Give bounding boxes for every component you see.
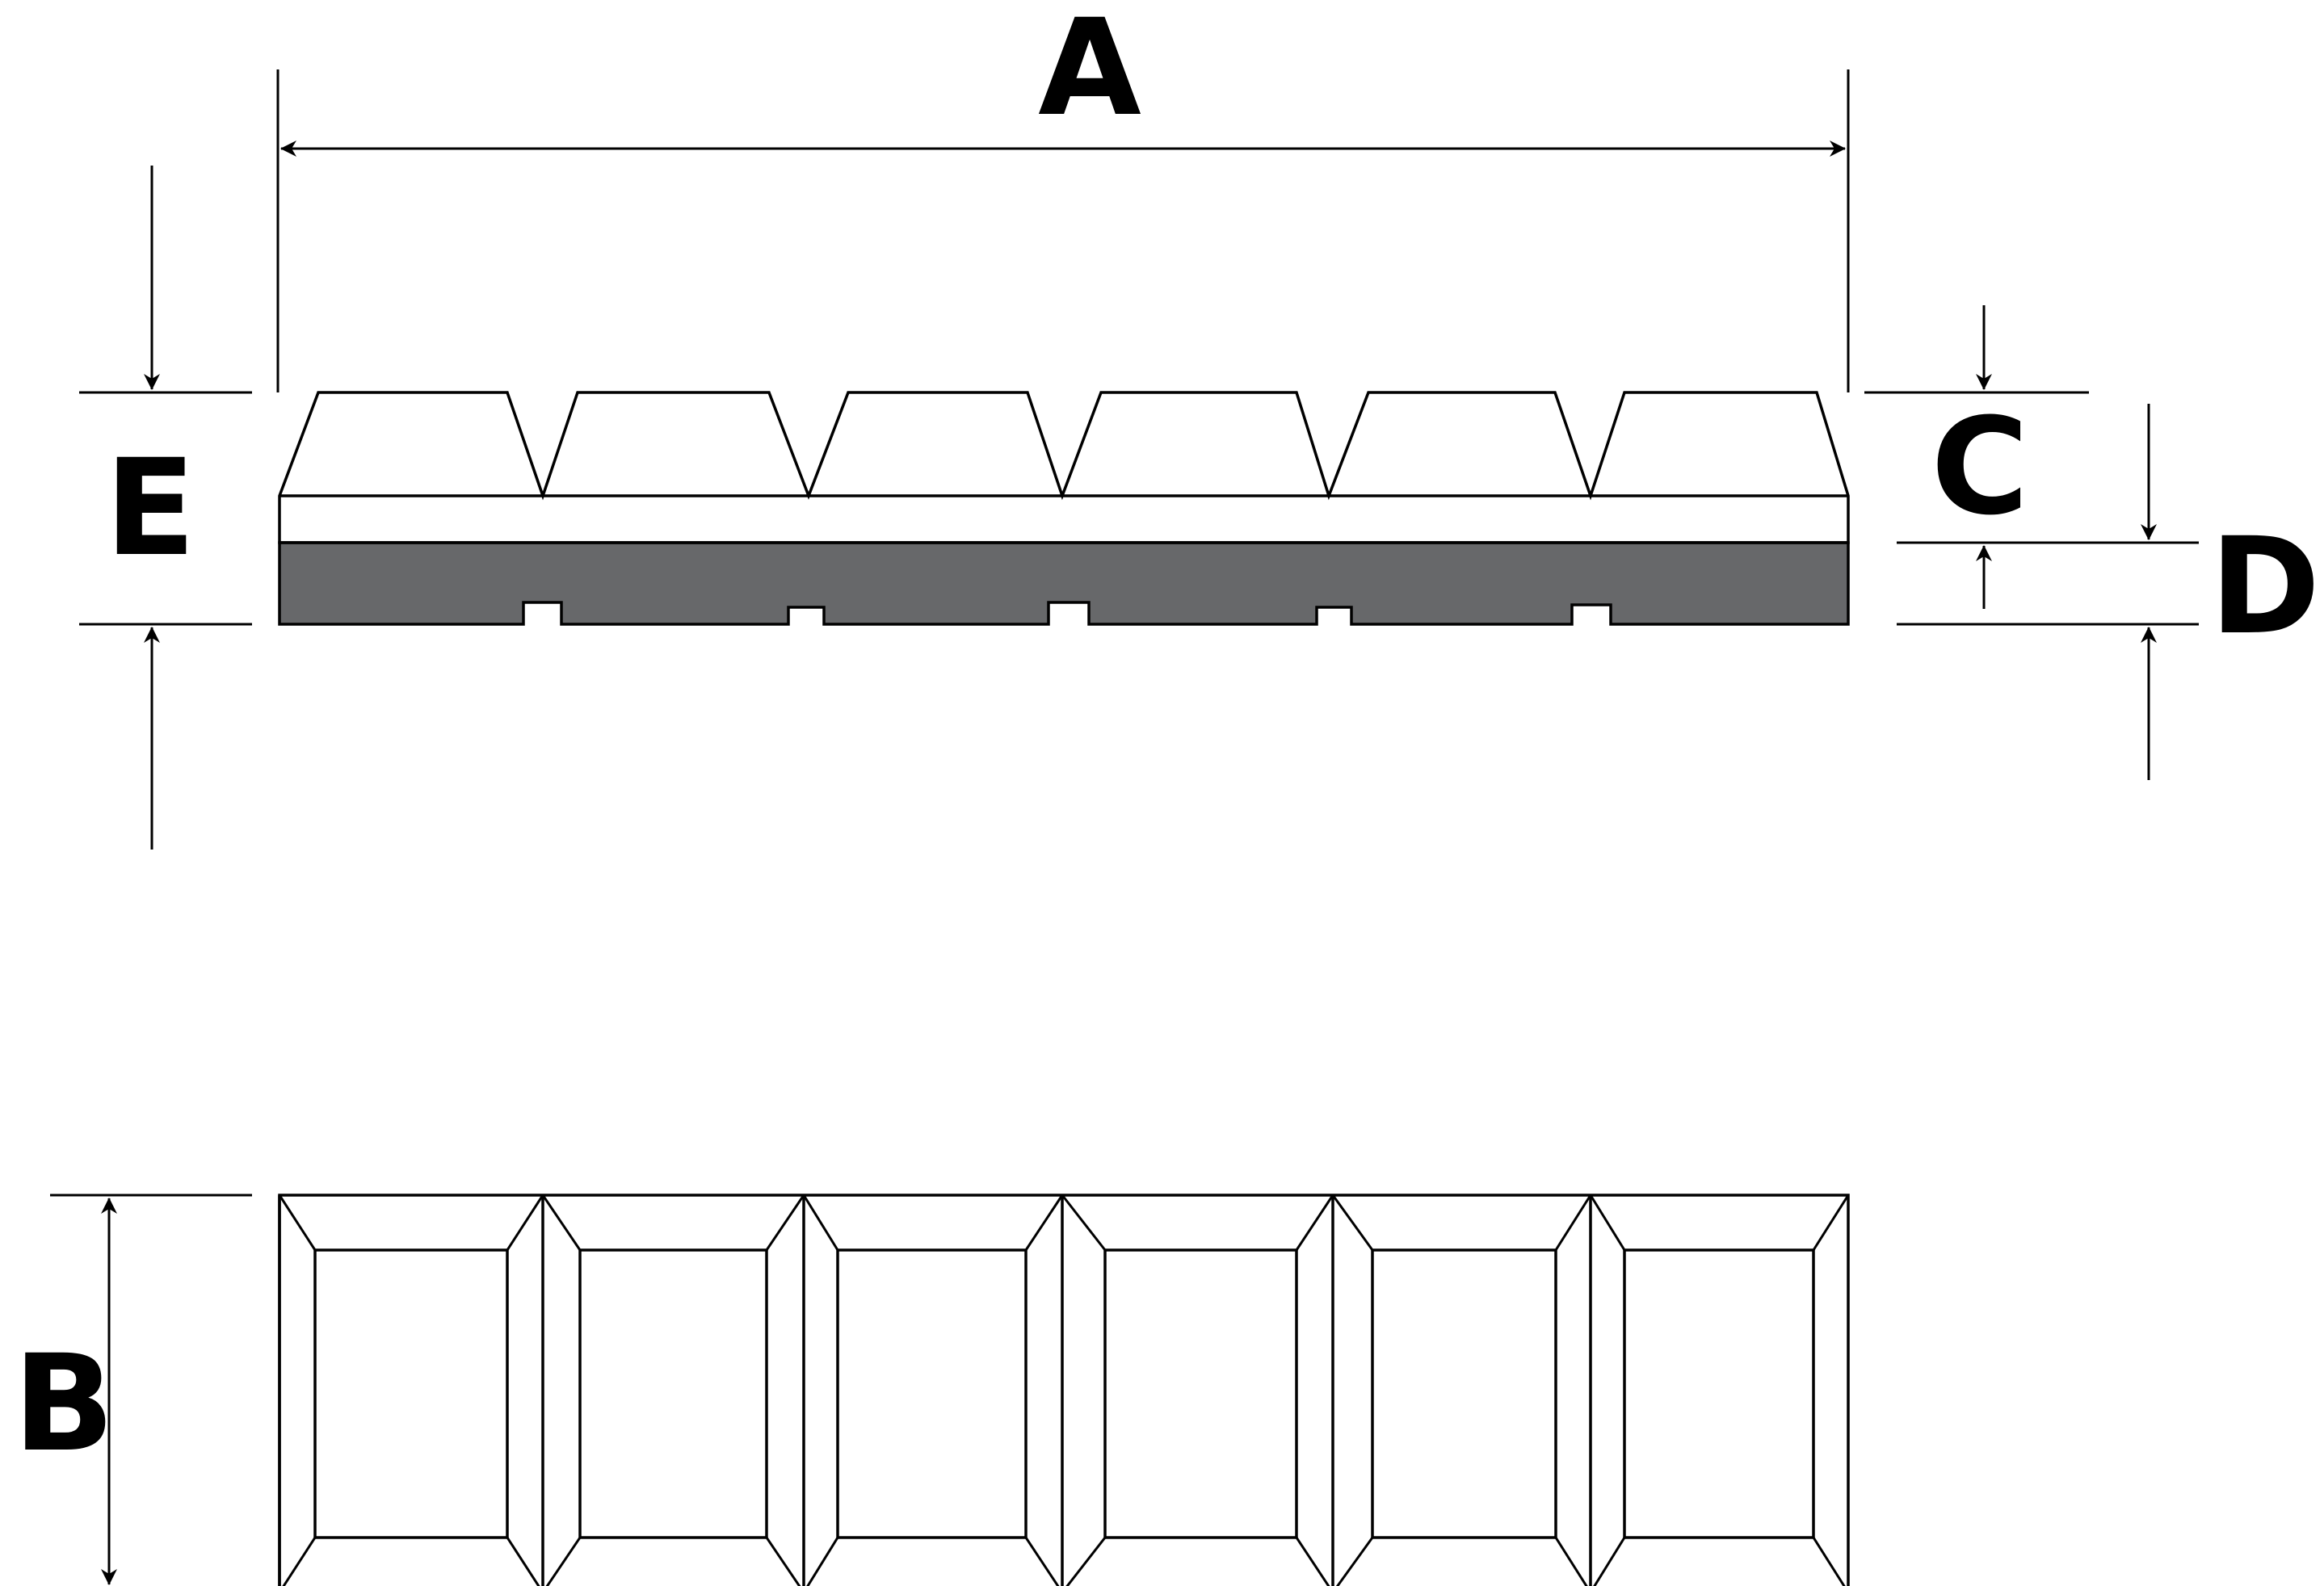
side-profile-base-layer — [278, 541, 1850, 626]
top-view-pad-2-bevel-bl — [545, 1537, 582, 1586]
dimension-c: C — [1864, 305, 2089, 609]
top-view-pad-5-bevel-tr — [1554, 1194, 1592, 1251]
dimension-a-label: A — [1038, 0, 1141, 145]
side-view — [278, 391, 1850, 626]
top-view-pad-4-bevel-tl — [1061, 1194, 1107, 1251]
top-view-pad-2-bevel-tr — [765, 1194, 805, 1251]
top-view-pad-2-bevel-tl — [541, 1194, 582, 1251]
dimension-e-label: E — [105, 430, 196, 585]
dimension-d: D — [1897, 404, 2320, 780]
dimension-b-label: B — [13, 1326, 115, 1481]
top-view-pad-3-bevel-tl — [802, 1194, 839, 1251]
top-view-pad-3-bevel-bl — [806, 1537, 839, 1586]
top-view-pad-3-bevel-tr — [1024, 1194, 1064, 1251]
top-view-pad-1-bevel-br — [506, 1537, 540, 1586]
side-profile-top-layer — [278, 391, 1850, 544]
top-view-pad-5-bevel-tl — [1331, 1194, 1374, 1251]
top-view-pad-6-bevel-tr — [1812, 1194, 1850, 1251]
top-view-pad-6-bevel-tl — [1589, 1194, 1626, 1251]
top-view-pad-3-bevel-br — [1024, 1537, 1060, 1586]
top-view-pad-1-bevel-bl — [282, 1537, 317, 1586]
top-view-pad-4-bevel-br — [1295, 1537, 1330, 1586]
top-view — [278, 1194, 1850, 1586]
dimension-d-label: D — [2210, 509, 2321, 664]
top-view-pad-1-bevel-tr — [506, 1194, 544, 1251]
dimension-b: B — [13, 1194, 252, 1585]
dimension-c-label: C — [1931, 389, 2028, 544]
top-view-pad-6-bevel-bl — [1593, 1537, 1626, 1586]
top-view-pad-6-bevel-br — [1812, 1537, 1846, 1586]
top-view-pad-4-bevel-bl — [1065, 1537, 1107, 1586]
top-view-pad-2-bevel-br — [765, 1537, 801, 1586]
top-view-pad-4-bevel-tr — [1295, 1194, 1334, 1251]
top-view-pad-5-bevel-br — [1554, 1537, 1588, 1586]
dimension-e: E — [79, 166, 252, 850]
dimension-a: A — [276, 0, 1850, 392]
top-view-pad-5-bevel-bl — [1335, 1537, 1374, 1586]
top-view-pad-1-bevel-tl — [278, 1194, 317, 1251]
top-view-outline — [278, 1194, 1850, 1586]
